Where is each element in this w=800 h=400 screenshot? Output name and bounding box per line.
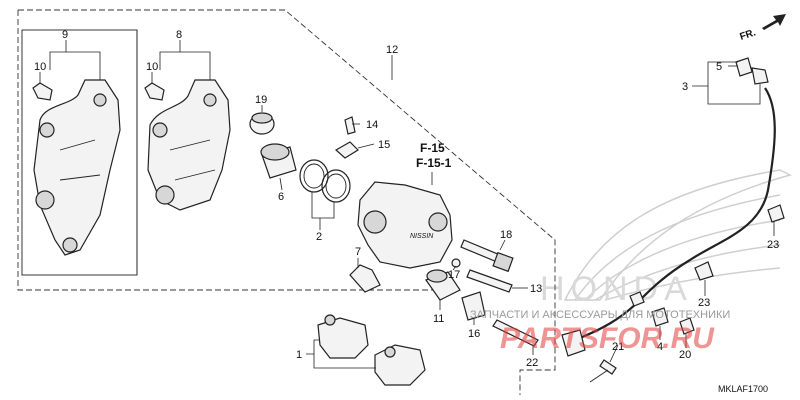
label-7: 7: [355, 246, 361, 258]
bolt-15: [334, 141, 359, 159]
sleeve-16: [461, 291, 486, 321]
label-10-left: 10: [34, 61, 46, 73]
label-6: 6: [278, 191, 284, 203]
boot-19: [249, 112, 275, 135]
watermark-site: PARTSFOR.RU: [500, 322, 715, 355]
label-1: 1: [296, 349, 302, 361]
seals-2: [299, 159, 351, 203]
front-arrow-icon: [762, 14, 786, 30]
label-9: 9: [62, 29, 68, 41]
label-12: 12: [386, 44, 398, 56]
leader-lines: [39, 40, 775, 369]
label-3: 3: [682, 81, 688, 93]
label-8: 8: [176, 29, 182, 41]
caliper-bracket-left: [33, 79, 121, 256]
pad-spring-clip-left: [32, 82, 53, 101]
bolt-21: [589, 359, 617, 383]
pad-spring-7: [349, 264, 381, 293]
caliper-bracket-right: [147, 79, 231, 211]
label-15: 15: [378, 139, 390, 151]
ref-f15-1: F-15-1: [416, 156, 452, 170]
label-20: 20: [679, 349, 691, 361]
pin-22: [492, 319, 539, 347]
honda-wing-watermark: [563, 169, 793, 301]
bolt-20: [679, 317, 695, 335]
label-13: 13: [530, 283, 542, 295]
ref-f15: F-15: [420, 141, 445, 155]
label-4: 4: [657, 341, 663, 353]
caliper-body: NISSIN: [357, 181, 453, 269]
front-direction-label: FR.: [739, 27, 758, 43]
watermark-brand: HONDA: [540, 270, 693, 308]
pin-13: [466, 269, 513, 293]
label-2: 2: [316, 231, 322, 243]
label-21: 21: [612, 341, 624, 353]
assembly-outline-left: [17, 10, 460, 291]
label-22: 22: [526, 357, 538, 369]
label-18: 18: [500, 229, 512, 241]
brake-pad-lower: [374, 344, 426, 386]
diagram-code: MKLAF1700: [718, 384, 768, 394]
boot-11: [425, 269, 461, 301]
label-23-lower: 23: [698, 297, 710, 309]
bolt-4: [651, 307, 669, 327]
pin-17: [451, 258, 461, 268]
label-11: 11: [433, 313, 444, 325]
piston-6: [260, 143, 297, 179]
label-10-right: 10: [146, 61, 158, 73]
label-19: 19: [255, 94, 267, 106]
assembly-outline: [18, 9, 556, 395]
label-16: 16: [468, 328, 480, 340]
label-14: 14: [366, 119, 378, 131]
label-17: 17: [448, 269, 460, 281]
label-5: 5: [716, 61, 722, 73]
watermark-tagline: ЗАПЧАСТИ И АКСЕССУАРЫ ДЛЯ МОТОТЕХНИКИ: [470, 309, 730, 321]
abs-sensor-assembly: [561, 57, 785, 357]
brake-pad-upper: [317, 314, 369, 359]
label-23-upper: 23: [767, 239, 779, 251]
pad-spring-clip-right: [144, 82, 165, 101]
svg-text:NISSIN: NISSIN: [410, 233, 434, 240]
slide-pin-18: [460, 239, 514, 273]
bleeder-14: [344, 116, 356, 135]
